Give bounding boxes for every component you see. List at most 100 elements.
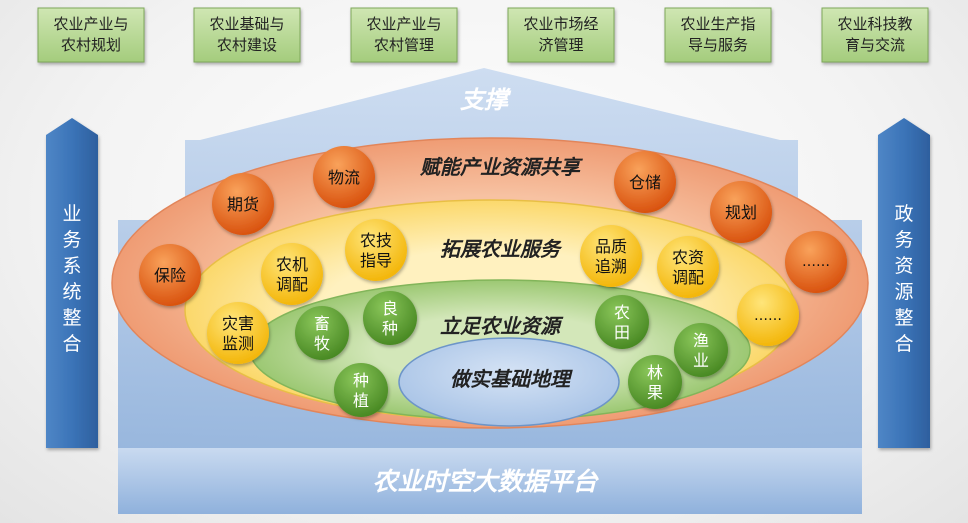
node-livestock-ball (295, 306, 349, 360)
left-pillar-char-5: 整 (62, 307, 81, 329)
top-box-6-line2: 育与交流 (845, 36, 905, 54)
node-orange-more: …… (785, 231, 847, 293)
top-box-5: 农业生产指 导与服务 (664, 7, 772, 63)
top-box-3-bg (350, 7, 458, 63)
middle-ring-label: 拓展农业服务 (440, 237, 563, 261)
node-machinery-line2: 调配 (276, 275, 308, 294)
node-tech-guidance-ball (345, 219, 407, 281)
top-box-2-bg (193, 7, 301, 63)
node-forestry: 林 果 (628, 355, 682, 409)
node-insurance: 保险 (139, 244, 201, 306)
yellow-nodes: 农机 调配 农技 指导 品质 追溯 农资 调配 灾害 监测 …… (207, 219, 799, 364)
top-box-4: 农业市场经 济管理 (507, 7, 615, 63)
top-box-2-line1: 农业基础与 (209, 15, 284, 33)
top-box-3: 农业产业与 农村管理 (350, 7, 458, 63)
node-tech-guidance: 农技 指导 (345, 219, 407, 281)
node-futures-ball (212, 173, 274, 235)
node-fishery: 渔 业 (674, 323, 728, 377)
left-pillar-char-2: 务 (62, 229, 81, 251)
node-storage: 仓储 (614, 151, 676, 213)
node-storage-label: 仓储 (629, 173, 661, 192)
node-disaster-ball (207, 302, 269, 364)
node-farmland-ball (595, 295, 649, 349)
node-insurance-ball (139, 244, 201, 306)
support-label: 支撑 (460, 86, 512, 114)
node-traceability-ball (580, 225, 642, 287)
core-label: 做实基础地理 (450, 367, 573, 391)
node-planting-line2: 植 (353, 391, 369, 410)
top-box-6-line1: 农业科技教 (837, 15, 912, 33)
node-logistics: 物流 (313, 146, 375, 208)
node-disaster-line1: 灾害 (222, 314, 254, 333)
node-logistics-ball (313, 146, 375, 208)
green-nodes: 畜 牧 良 种 农 田 渔 业 种 植 林 果 (295, 291, 728, 417)
node-livestock-line2: 牧 (314, 334, 330, 353)
node-planning-label: 规划 (725, 203, 757, 222)
node-orange-more-label: …… (802, 254, 830, 270)
node-planting-ball (334, 363, 388, 417)
top-box-1-bg (37, 7, 145, 63)
node-supplies-line1: 农资 (672, 248, 704, 267)
node-storage-ball (614, 151, 676, 213)
node-futures-label: 期货 (227, 195, 259, 214)
left-pillar-char-3: 系 (62, 255, 81, 277)
node-planning: 规划 (710, 181, 772, 243)
node-planning-ball (710, 181, 772, 243)
outer-ring-label: 赋能产业资源共享 (420, 155, 583, 179)
top-box-6: 农业科技教 育与交流 (821, 7, 929, 63)
top-box-5-line2: 导与服务 (688, 36, 748, 54)
top-box-2-line2: 农村建设 (217, 36, 277, 54)
node-farmland-line2: 田 (614, 323, 630, 342)
node-forestry-ball (628, 355, 682, 409)
node-supplies-line2: 调配 (672, 268, 704, 287)
node-traceability-line1: 品质 (595, 237, 627, 256)
node-yellow-more-label: …… (754, 308, 782, 324)
top-box-3-line1: 农业产业与 (366, 15, 441, 33)
top-box-6-bg (821, 7, 929, 63)
top-box-5-line1: 农业生产指 (680, 15, 755, 33)
node-tech-guidance-line1: 农技 (360, 231, 392, 250)
node-disaster-line2: 监测 (222, 334, 254, 353)
node-insurance-label: 保险 (154, 266, 186, 285)
top-box-3-line2: 农村管理 (374, 36, 434, 54)
node-farmland-line1: 农 (614, 303, 630, 322)
top-box-4-line2: 济管理 (538, 36, 583, 54)
right-pillar-char-1: 政 (894, 203, 913, 225)
top-box-row: 农业产业与 农村规划 农业基础与 农村建设 农业产业与 农村管理 农业市场经 济… (37, 7, 929, 63)
node-forestry-line1: 林 (647, 363, 663, 382)
top-box-2: 农业基础与 农村建设 (193, 7, 301, 63)
top-box-1-line2: 农村规划 (61, 36, 121, 54)
node-fishery-line2: 业 (693, 351, 709, 370)
right-pillar-char-3: 资 (894, 255, 913, 277)
node-forestry-line2: 果 (647, 383, 663, 402)
top-box-1: 农业产业与 农村规划 (37, 7, 145, 63)
left-pillar-char-4: 统 (62, 281, 81, 303)
top-box-4-line1: 农业市场经 (523, 15, 598, 33)
left-pillar-arrow (46, 118, 98, 448)
node-planting-line1: 种 (353, 371, 369, 390)
node-orange-more-ball (785, 231, 847, 293)
top-box-5-bg (664, 7, 772, 63)
node-futures: 期货 (212, 173, 274, 235)
top-box-4-bg (507, 7, 615, 63)
core-ellipse (398, 337, 620, 427)
right-pillar-char-5: 整 (894, 307, 913, 329)
node-fishery-ball (674, 323, 728, 377)
left-pillar-char-6: 合 (62, 333, 81, 355)
node-logistics-label: 物流 (328, 168, 360, 187)
node-seed: 良 种 (363, 291, 417, 345)
node-yellow-more-ball (737, 284, 799, 346)
node-traceability: 品质 追溯 (580, 225, 642, 287)
node-supplies: 农资 调配 (657, 236, 719, 298)
orange-nodes: 期货 物流 仓储 规划 保险 …… (139, 146, 847, 306)
node-disaster: 灾害 监测 (207, 302, 269, 364)
node-traceability-line2: 追溯 (595, 257, 627, 276)
node-livestock-line1: 畜 (314, 314, 330, 333)
node-seed-line2: 种 (382, 319, 398, 338)
right-pillar: 政 务 资 源 整 合 (878, 118, 930, 448)
platform-label: 农业时空大数据平台 (372, 467, 599, 496)
right-pillar-char-6: 合 (894, 333, 913, 355)
top-box-1-line1: 农业产业与 (53, 15, 128, 33)
node-machinery-line1: 农机 (276, 255, 308, 274)
